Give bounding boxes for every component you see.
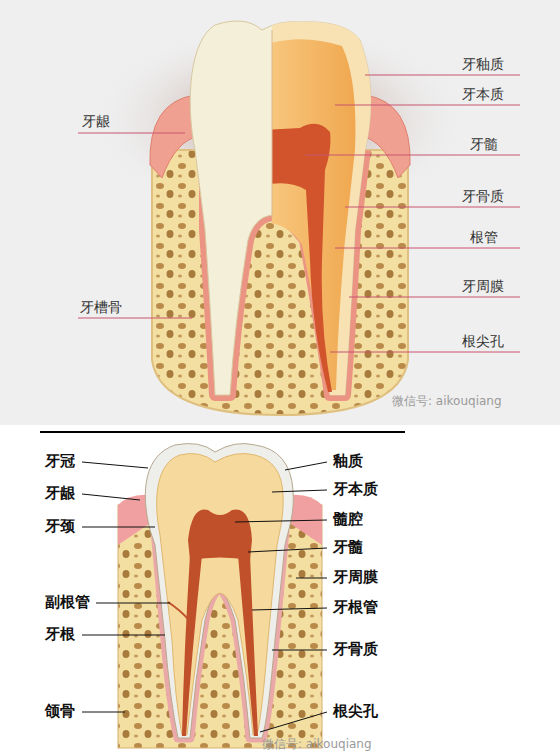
part-label: 根管 xyxy=(470,229,498,246)
part-label: 根尖孔 xyxy=(462,333,504,350)
divider-line xyxy=(40,431,405,433)
part-label: 牙本质 xyxy=(333,480,378,498)
part-label: 牙髓 xyxy=(333,538,363,556)
part-label: 釉质 xyxy=(333,452,363,470)
part-label: 牙槽骨 xyxy=(80,299,122,316)
part-label: 牙冠 xyxy=(45,452,75,470)
part-label: 牙本质 xyxy=(462,86,504,103)
part-label: 颌骨 xyxy=(45,702,75,720)
part-label: 牙髓 xyxy=(470,136,498,153)
leader-lines xyxy=(78,75,520,352)
watermark: 微信号: aikouqiang xyxy=(262,737,372,751)
part-label: 牙龈 xyxy=(82,113,110,130)
part-label: 牙根管 xyxy=(333,598,378,616)
part-label: 牙龈 xyxy=(45,484,75,502)
bottom-tooth xyxy=(118,444,322,748)
part-label: 牙骨质 xyxy=(333,640,378,658)
leader-lines xyxy=(82,462,327,732)
part-label: 副根管 xyxy=(45,593,90,611)
part-label: 髓腔 xyxy=(333,510,363,528)
part-label: 牙根 xyxy=(45,625,75,643)
part-label: 根尖孔 xyxy=(333,702,378,720)
part-label: 牙周膜 xyxy=(462,278,504,295)
top-panel xyxy=(0,0,560,425)
part-label: 牙颈 xyxy=(45,517,75,535)
part-label: 牙釉质 xyxy=(462,56,504,73)
part-label: 牙骨质 xyxy=(462,188,504,205)
part-label: 牙周膜 xyxy=(333,568,378,586)
watermark: 微信号: aikouqiang xyxy=(392,394,502,408)
